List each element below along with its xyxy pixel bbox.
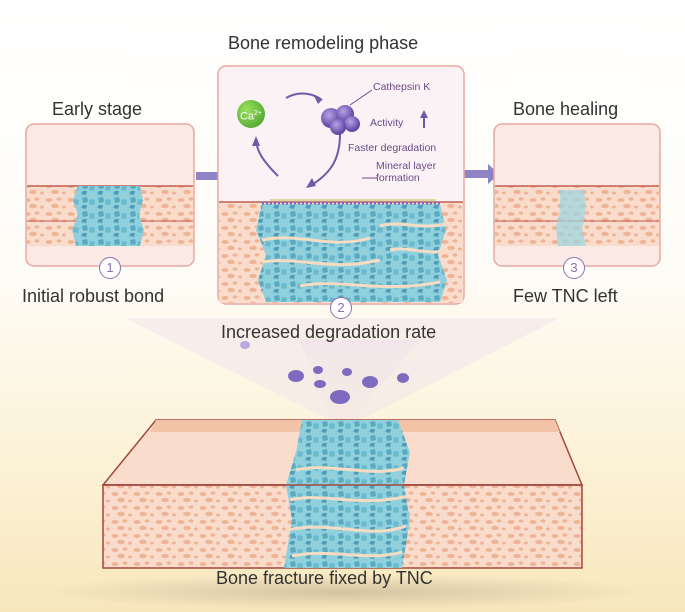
panel-bone-healing	[493, 123, 661, 267]
tnc-fill-fracture	[284, 420, 410, 568]
block-shadow	[44, 574, 644, 610]
arrow-remodel-to-healing	[464, 164, 499, 184]
label-mineral-layer: Mineral layer	[376, 160, 437, 172]
label-activity: Activity	[370, 117, 404, 129]
caption-initial-robust-bond: Initial robust bond	[22, 286, 165, 306]
label-formation: formation	[376, 172, 420, 184]
caption-increased-degradation-rate: Increased degradation rate	[221, 322, 437, 342]
cycle-arrow-top	[285, 92, 323, 101]
cathepsin-k-enzyme	[321, 105, 360, 135]
zoom-beam-wide	[125, 318, 560, 420]
step-number-3: 3	[563, 257, 585, 279]
cycle-arrow-right	[309, 133, 341, 187]
caption-bone-fracture-fixed: Bone fracture fixed by TNC	[216, 568, 433, 588]
bone-block	[101, 419, 584, 569]
tnc-fill-remodel	[256, 204, 447, 302]
title-bone-remodeling-phase: Bone remodeling phase	[228, 33, 419, 53]
panel-remodeling	[217, 65, 465, 305]
step-number-2: 2	[330, 297, 352, 319]
panel-early-stage	[25, 123, 195, 267]
title-bone-healing: Bone healing	[513, 99, 619, 119]
collagen-fibers-fracture	[287, 466, 409, 558]
title-early-stage: Early stage	[52, 99, 143, 119]
tnc-fill-early	[72, 186, 144, 246]
degradation-fragments	[240, 341, 409, 404]
step-number-1: 1	[99, 257, 121, 279]
tnc-remnant	[556, 190, 586, 246]
label-faster-degradation: Faster degradation	[348, 142, 437, 154]
collagen-fibers	[261, 222, 447, 289]
calcium-ion: Ca2+	[237, 100, 265, 128]
caption-few-tnc-left: Few TNC left	[513, 286, 618, 306]
label-cathepsin-k: Cathepsin K	[373, 81, 431, 93]
